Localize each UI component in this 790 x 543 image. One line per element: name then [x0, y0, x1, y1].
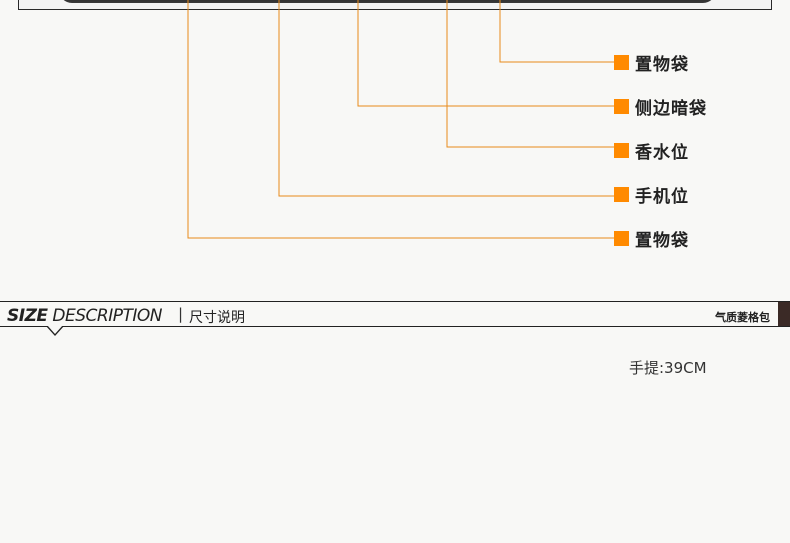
brand-tag: 气质菱格包 — [715, 311, 770, 324]
section-title-cn: 尺寸说明 — [189, 310, 245, 326]
callout-label-1: 置物袋 — [614, 53, 689, 75]
header-pointer-inner — [47, 325, 63, 334]
product-photo-frame — [18, 0, 772, 10]
callout-text: 香水位 — [635, 142, 689, 163]
section-title-bold: SIZE — [7, 306, 48, 326]
size-description-header: SIZE DESCRIPTION | 尺寸说明 气质菱格包 — [0, 301, 790, 327]
title-separator: | — [178, 305, 184, 323]
callout-line-5 — [187, 0, 614, 239]
orange-square-icon — [614, 142, 629, 158]
callout-label-2: 侧边暗袋 — [614, 97, 707, 119]
header-end-block — [778, 302, 790, 326]
callout-line-1 — [499, 0, 614, 63]
orange-square-icon — [614, 186, 629, 202]
section-title-rest: DESCRIPTION — [47, 306, 162, 326]
callout-line-4 — [278, 0, 614, 197]
callout-lines — [187, 0, 614, 239]
bag-photo-bottom — [59, 0, 716, 3]
callout-text: 置物袋 — [635, 230, 689, 251]
orange-square-icon — [614, 98, 629, 114]
callout-label-4: 手机位 — [614, 185, 689, 207]
orange-square-icon — [614, 54, 629, 70]
callout-label-3: 香水位 — [614, 141, 689, 163]
callout-text: 手机位 — [635, 186, 689, 207]
callout-text: 置物袋 — [635, 54, 689, 75]
callout-line-3 — [446, 0, 614, 148]
orange-square-icon — [614, 230, 629, 246]
section-title: SIZE DESCRIPTION — [7, 306, 163, 326]
handle-measurement: 手提:39CM — [629, 359, 707, 377]
callout-label-5: 置物袋 — [614, 229, 689, 251]
callout-line-2 — [357, 0, 614, 107]
callout-text: 侧边暗袋 — [635, 98, 707, 119]
